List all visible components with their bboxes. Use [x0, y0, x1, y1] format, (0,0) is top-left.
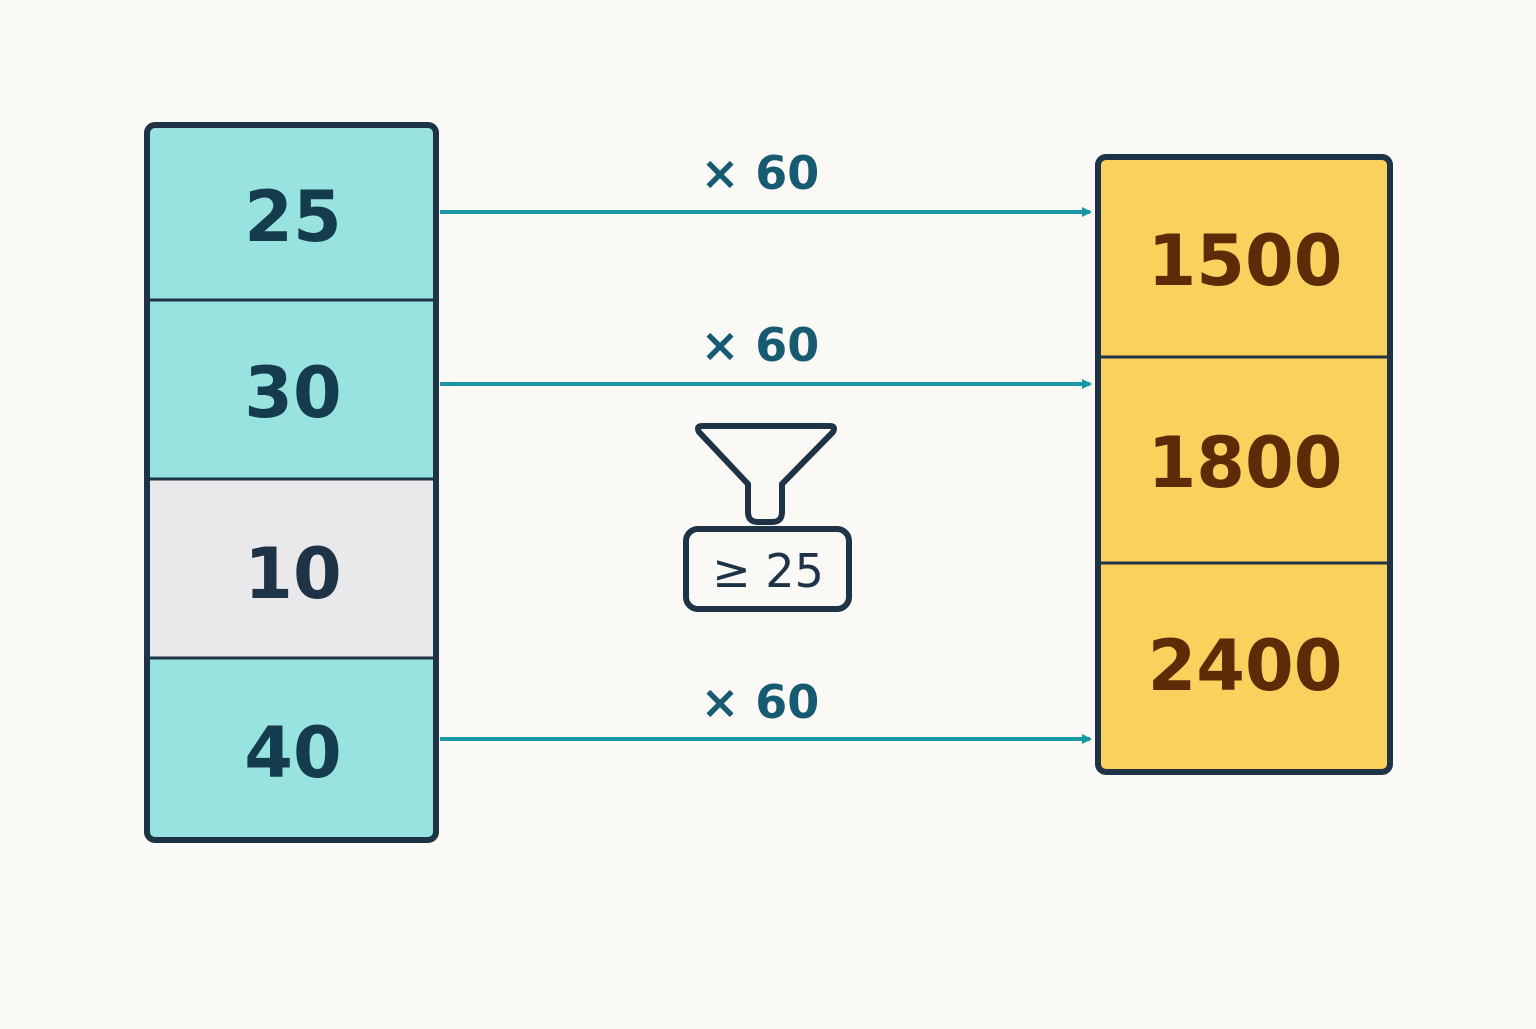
mapping-arrows: × 60 × 60 × 60: [440, 146, 1092, 744]
arrow-label-0: × 60: [701, 146, 820, 200]
output-array: 1500 1800 2400: [1095, 154, 1393, 775]
output-array-bg: [1101, 159, 1387, 770]
filter-condition-box: [683, 526, 852, 612]
funnel-icon: [695, 423, 837, 525]
input-cell-bg-3: [150, 658, 434, 838]
input-array-frame: [144, 122, 439, 843]
filter-group: ≥ 25: [683, 423, 852, 612]
input-value-0: 25: [244, 176, 341, 258]
input-cell-bg-2: [150, 479, 434, 658]
input-value-2: 10: [244, 533, 341, 615]
arrow-label-1: × 60: [701, 318, 820, 372]
input-cell-bg-1: [150, 300, 434, 479]
output-value-2: 2400: [1148, 625, 1343, 707]
input-value-3: 40: [244, 712, 341, 794]
input-array: 25 30 10 40: [144, 122, 439, 843]
output-array-frame: [1095, 154, 1393, 775]
input-cell-bg-0: [150, 127, 434, 300]
input-value-1: 30: [244, 352, 341, 434]
output-value-1: 1800: [1148, 422, 1343, 504]
output-value-0: 1500: [1148, 220, 1343, 302]
filter-condition: ≥ 25: [712, 544, 824, 598]
arrow-label-2: × 60: [701, 675, 820, 729]
